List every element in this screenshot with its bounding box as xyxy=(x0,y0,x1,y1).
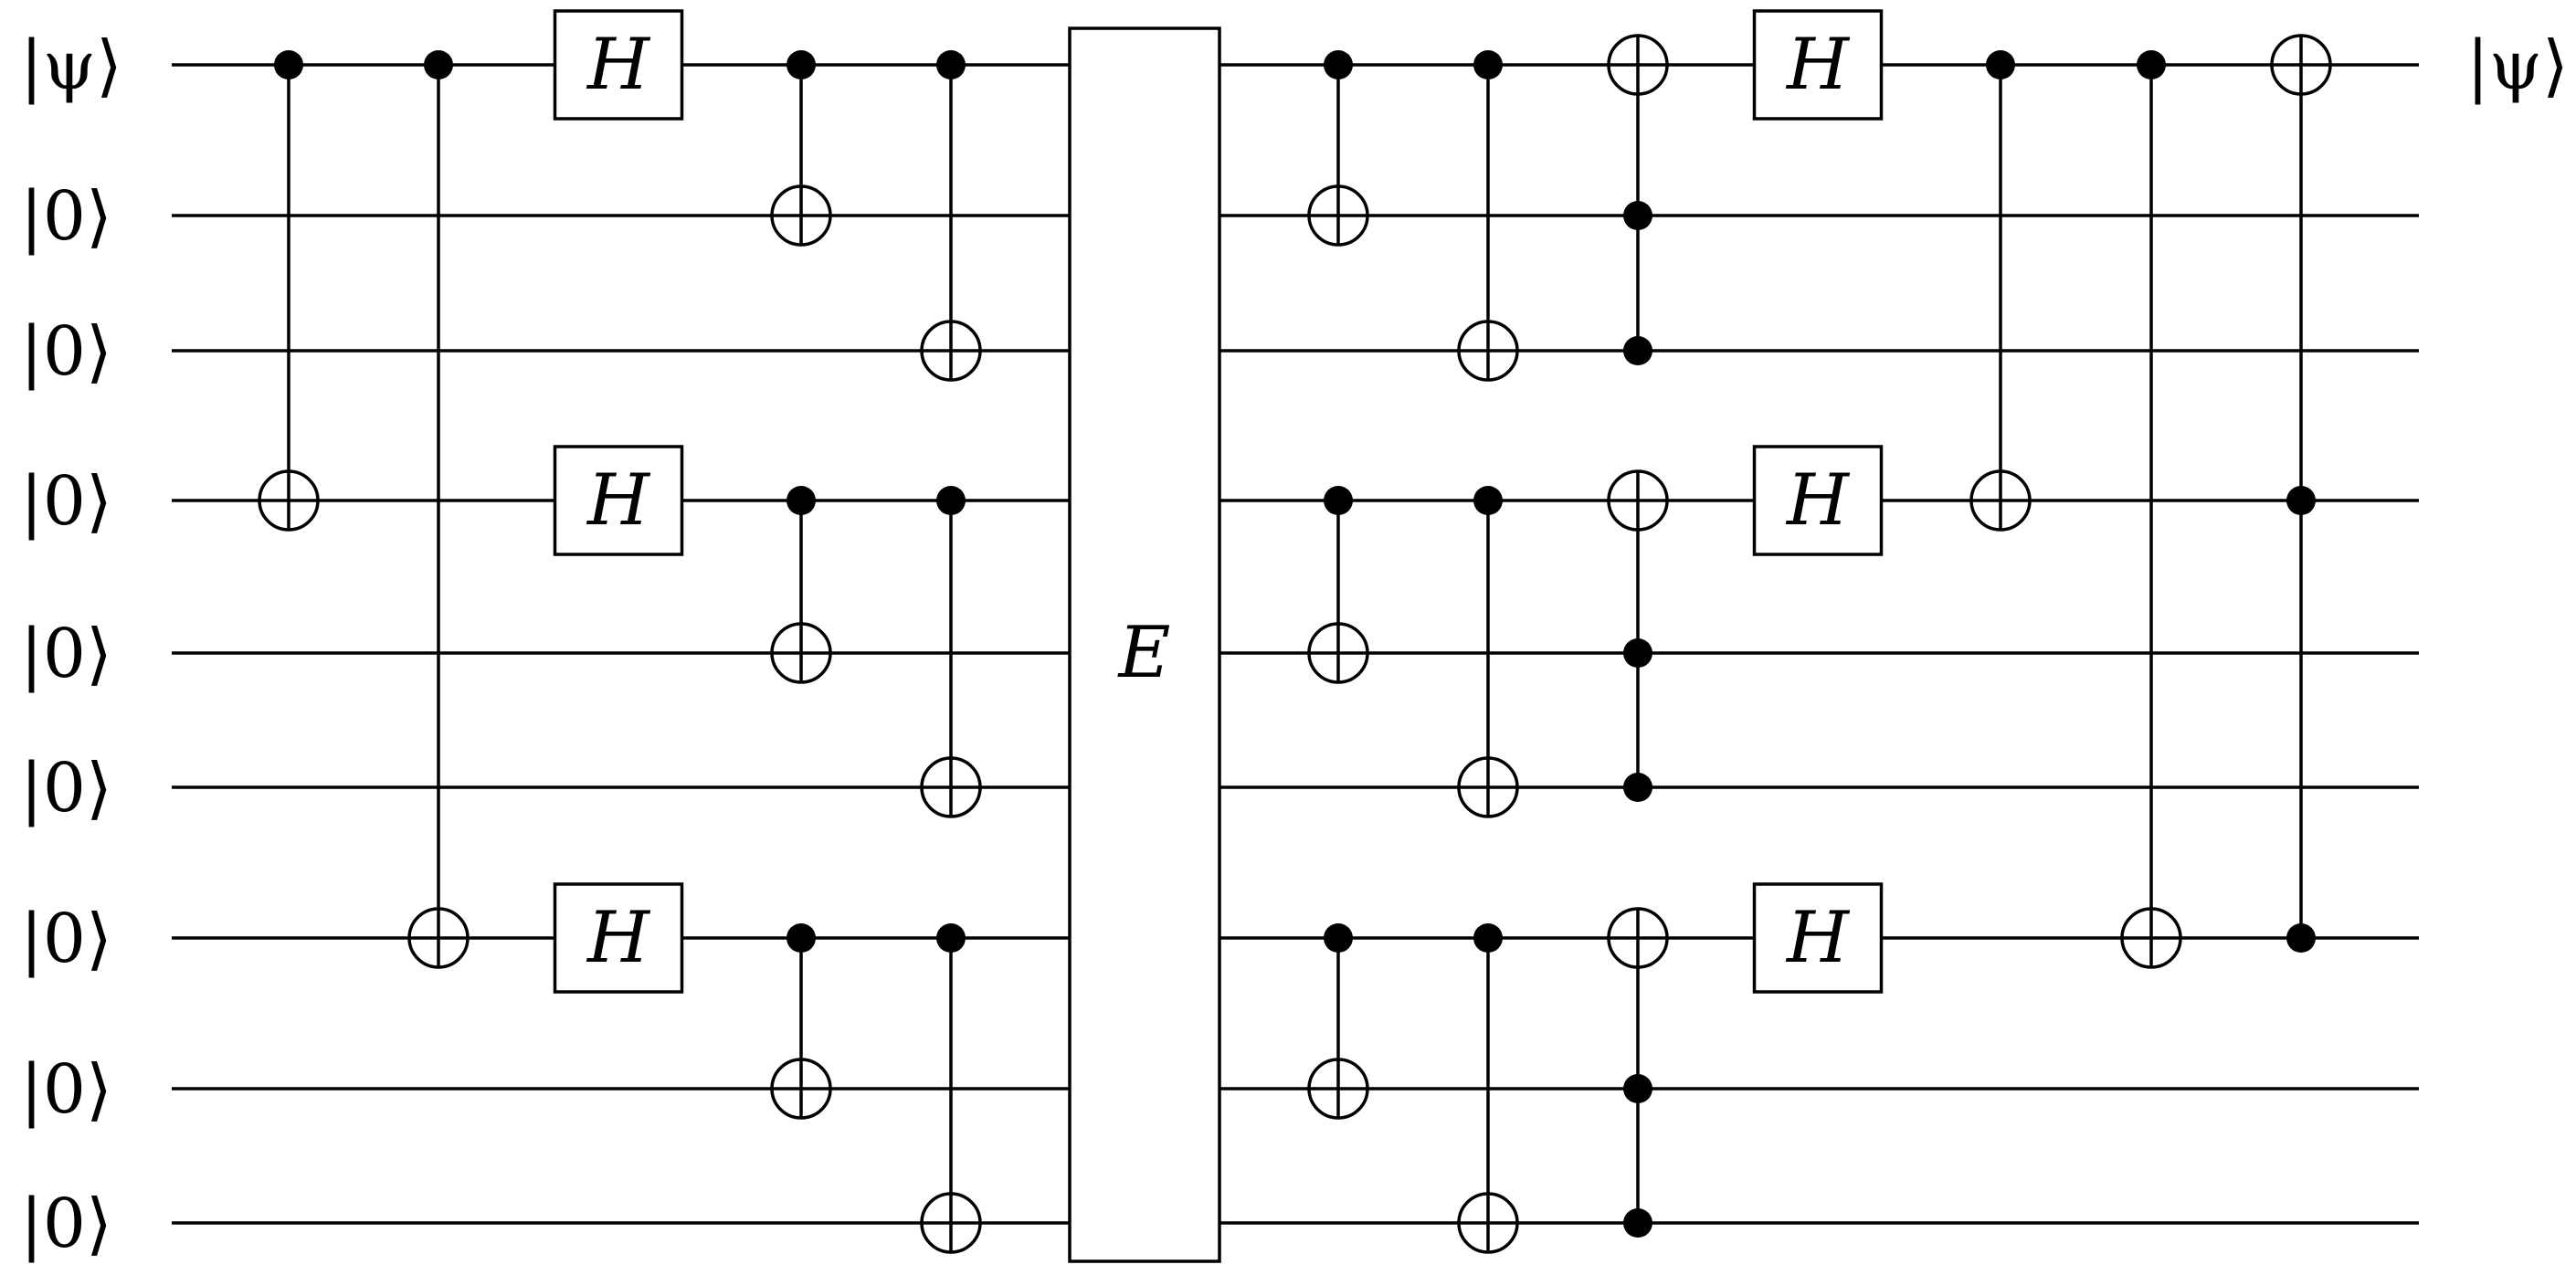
input-label-q3: |0⟩ xyxy=(20,462,112,541)
cnot-gate xyxy=(770,50,832,247)
control-dot xyxy=(1473,486,1503,515)
output-label-q0: |ψ⟩ xyxy=(2466,26,2569,105)
hadamard-box xyxy=(1752,445,1884,556)
cnot-gate xyxy=(920,486,982,818)
hadamard-label: H xyxy=(1785,24,1851,106)
cnot-gate xyxy=(2120,50,2182,969)
cnot-gate xyxy=(1307,50,1369,247)
control-dot xyxy=(787,50,816,79)
input-label-q6: |0⟩ xyxy=(20,900,112,978)
control-dot xyxy=(274,50,303,79)
control-dot xyxy=(1623,773,1652,802)
control-dot xyxy=(1986,50,2015,79)
control-dot xyxy=(1623,1074,1652,1103)
input-label-q1: |0⟩ xyxy=(20,177,112,256)
cnot-gate xyxy=(1457,486,1519,818)
hadamard-box xyxy=(553,882,684,994)
qubit-labels: |ψ⟩ |0⟩ |0⟩ |0⟩ |0⟩ |0⟩ |0⟩ |0⟩ |0⟩ |ψ⟩ xyxy=(20,26,2569,1263)
hadamard-gate: H xyxy=(553,9,684,121)
input-label-q7: |0⟩ xyxy=(20,1050,112,1129)
cnot-gate xyxy=(1969,50,2032,532)
control-dot xyxy=(2137,50,2166,79)
hadamard-label: H xyxy=(586,897,651,979)
toffoli-gate xyxy=(2270,34,2332,953)
control-dot xyxy=(936,50,966,79)
control-dot xyxy=(1623,201,1652,230)
cnot-gate xyxy=(407,50,470,969)
hadamard-label: H xyxy=(1785,459,1851,542)
gates-layer: H H H E H H H xyxy=(258,9,2332,1263)
hadamard-box xyxy=(1752,882,1884,994)
cnot-gate xyxy=(1307,486,1369,684)
control-dot xyxy=(2286,923,2316,953)
hadamard-gate: H xyxy=(1752,9,1884,121)
hadamard-label: H xyxy=(586,459,651,542)
control-dot xyxy=(936,923,966,953)
cnot-gate xyxy=(258,50,320,532)
control-dot xyxy=(424,50,453,79)
toffoli-gate xyxy=(1607,34,1669,365)
control-dot xyxy=(1623,336,1652,365)
control-dot xyxy=(1324,486,1353,515)
hadamard-gate: H xyxy=(553,882,684,994)
input-label-q8: |0⟩ xyxy=(20,1185,112,1263)
control-dot xyxy=(1473,50,1503,79)
control-dot xyxy=(2286,486,2316,515)
cnot-gate xyxy=(920,923,982,1254)
control-dot xyxy=(1473,923,1503,953)
hadamard-box xyxy=(553,9,684,121)
error-box-label: E xyxy=(1117,612,1171,694)
toffoli-gate xyxy=(1607,469,1669,802)
cnot-gate xyxy=(770,486,832,684)
error-box-gate: E xyxy=(1068,26,1221,1263)
control-dot xyxy=(936,486,966,515)
cnot-gate xyxy=(770,923,832,1120)
error-box xyxy=(1068,26,1221,1263)
hadamard-label: H xyxy=(586,24,651,106)
qubit-wires xyxy=(172,63,2419,1225)
control-dot xyxy=(1324,923,1353,953)
hadamard-box xyxy=(1752,9,1884,121)
hadamard-gate: H xyxy=(1752,445,1884,556)
hadamard-box xyxy=(553,445,684,556)
hadamard-gate: H xyxy=(1752,882,1884,994)
control-dot xyxy=(1623,638,1652,668)
control-dot xyxy=(787,923,816,953)
input-label-q2: |0⟩ xyxy=(20,312,112,391)
control-dot xyxy=(1324,50,1353,79)
cnot-gate xyxy=(920,50,982,382)
input-label-q5: |0⟩ xyxy=(20,749,112,827)
control-dot xyxy=(1623,1208,1652,1238)
cnot-gate xyxy=(1307,923,1369,1120)
cnot-gate xyxy=(1457,50,1519,382)
hadamard-gate: H xyxy=(553,445,684,556)
toffoli-gate xyxy=(1607,907,1669,1238)
control-dot xyxy=(787,486,816,515)
cnot-gate xyxy=(1457,923,1519,1254)
input-label-q4: |0⟩ xyxy=(20,615,112,693)
hadamard-label: H xyxy=(1785,897,1851,979)
input-label-q0: |ψ⟩ xyxy=(20,26,122,105)
